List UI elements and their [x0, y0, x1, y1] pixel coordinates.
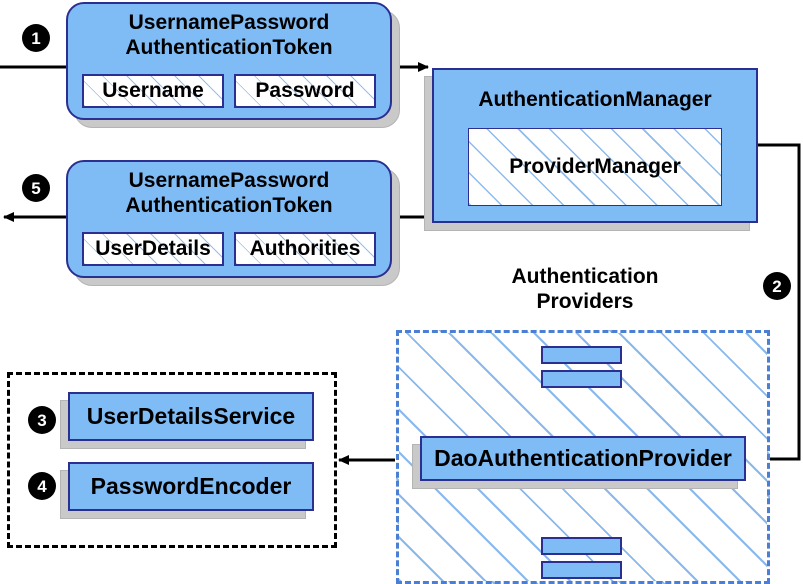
response-token-fields: UserDetails Authorities	[82, 232, 376, 266]
response-token-title-line1: UsernamePassword	[128, 169, 330, 192]
request-token-fields: Username Password	[82, 74, 376, 108]
response-token-box[interactable]: UsernamePassword AuthenticationToken Use…	[66, 160, 392, 278]
step-badge-5: 5	[22, 174, 50, 202]
response-token-field-userdetails: UserDetails	[82, 232, 224, 266]
request-token-title-line1: UsernamePassword	[128, 11, 330, 34]
authentication-manager-title: AuthenticationManager	[478, 88, 712, 111]
providers-group-title-line1: Authentication	[511, 265, 659, 288]
providers-group-title-line2: Providers	[536, 290, 634, 313]
provider-placeholder-top-1[interactable]	[541, 346, 622, 364]
step-badge-1: 1	[22, 24, 50, 52]
supporting-services-container	[7, 372, 337, 548]
request-token-field-password: Password	[234, 74, 376, 108]
password-encoder-box[interactable]: PasswordEncoder	[68, 462, 314, 511]
user-details-service-box[interactable]: UserDetailsService	[68, 392, 314, 441]
request-token-box[interactable]: UsernamePassword AuthenticationToken Use…	[66, 2, 392, 120]
request-token-title: UsernamePassword AuthenticationToken	[68, 10, 390, 60]
authentication-manager-box[interactable]: AuthenticationManager ProviderManager	[432, 68, 758, 223]
dao-authentication-provider-box[interactable]: DaoAuthenticationProvider	[420, 436, 746, 481]
request-token-field-username: Username	[82, 74, 224, 108]
step-badge-2: 2	[763, 272, 791, 300]
providers-group-title: Authentication Providers	[440, 264, 730, 314]
step-badge-3: 3	[28, 406, 56, 434]
request-token-title-line2: AuthenticationToken	[125, 36, 333, 59]
step-badge-4: 4	[28, 472, 56, 500]
provider-placeholder-bottom-1[interactable]	[541, 537, 622, 555]
provider-placeholder-top-2[interactable]	[541, 370, 622, 388]
provider-manager-box[interactable]: ProviderManager	[468, 128, 722, 206]
response-token-title-line2: AuthenticationToken	[125, 194, 333, 217]
response-token-field-authorities: Authorities	[234, 232, 376, 266]
provider-placeholder-bottom-2[interactable]	[541, 561, 622, 579]
response-token-title: UsernamePassword AuthenticationToken	[68, 168, 390, 218]
